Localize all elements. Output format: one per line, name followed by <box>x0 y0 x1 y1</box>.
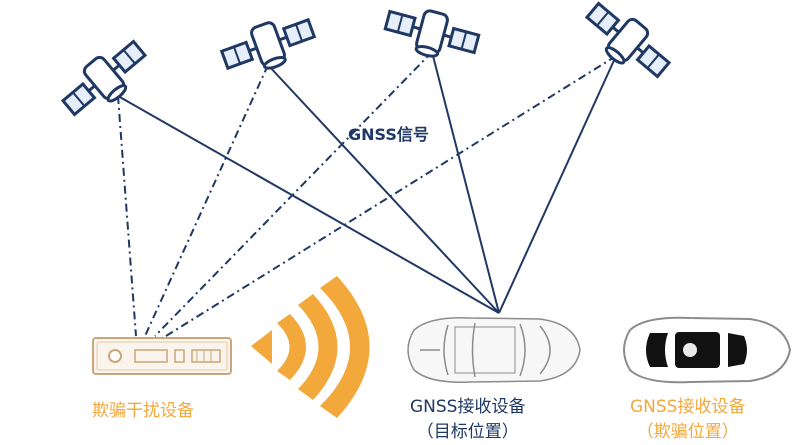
car-outline-icon <box>407 317 581 383</box>
receiver-label-line2: （目标位置） <box>416 422 519 442</box>
spoofed-signal-lines <box>117 51 617 337</box>
spoofer-label: 欺骗干扰设备 <box>92 401 194 421</box>
signal-label: GNSS信号 <box>348 125 429 144</box>
fake-position-label: GNSS接收设备 （欺骗位置） <box>630 395 745 445</box>
car-white-icon <box>623 316 792 384</box>
satellite-icon <box>216 7 321 84</box>
real-signal-line-3 <box>431 51 500 314</box>
jammer-device-icon <box>92 337 232 375</box>
fake-position-label-line2: （欺骗位置） <box>636 422 739 442</box>
fake-position-label-line1: GNSS接收设备 <box>630 397 746 417</box>
spoofed-signal-line-3 <box>154 51 433 337</box>
spoofed-signal-line-2 <box>144 64 269 337</box>
satellite-icon <box>575 0 678 90</box>
satellite-icon <box>379 0 484 69</box>
real-signal-line-4 <box>498 55 617 314</box>
satellite-icon <box>54 31 157 128</box>
real-signal-line-2 <box>267 64 500 314</box>
real-signal-line-1 <box>117 95 500 314</box>
receiver-label: GNSS接收设备 （目标位置） <box>410 395 525 445</box>
spoofed-signal-line-1 <box>117 95 137 337</box>
radio-waves-icon <box>251 276 370 418</box>
real-signal-lines <box>117 51 617 314</box>
receiver-label-line1: GNSS接收设备 <box>410 397 526 417</box>
spoofed-signal-line-4 <box>165 55 617 337</box>
